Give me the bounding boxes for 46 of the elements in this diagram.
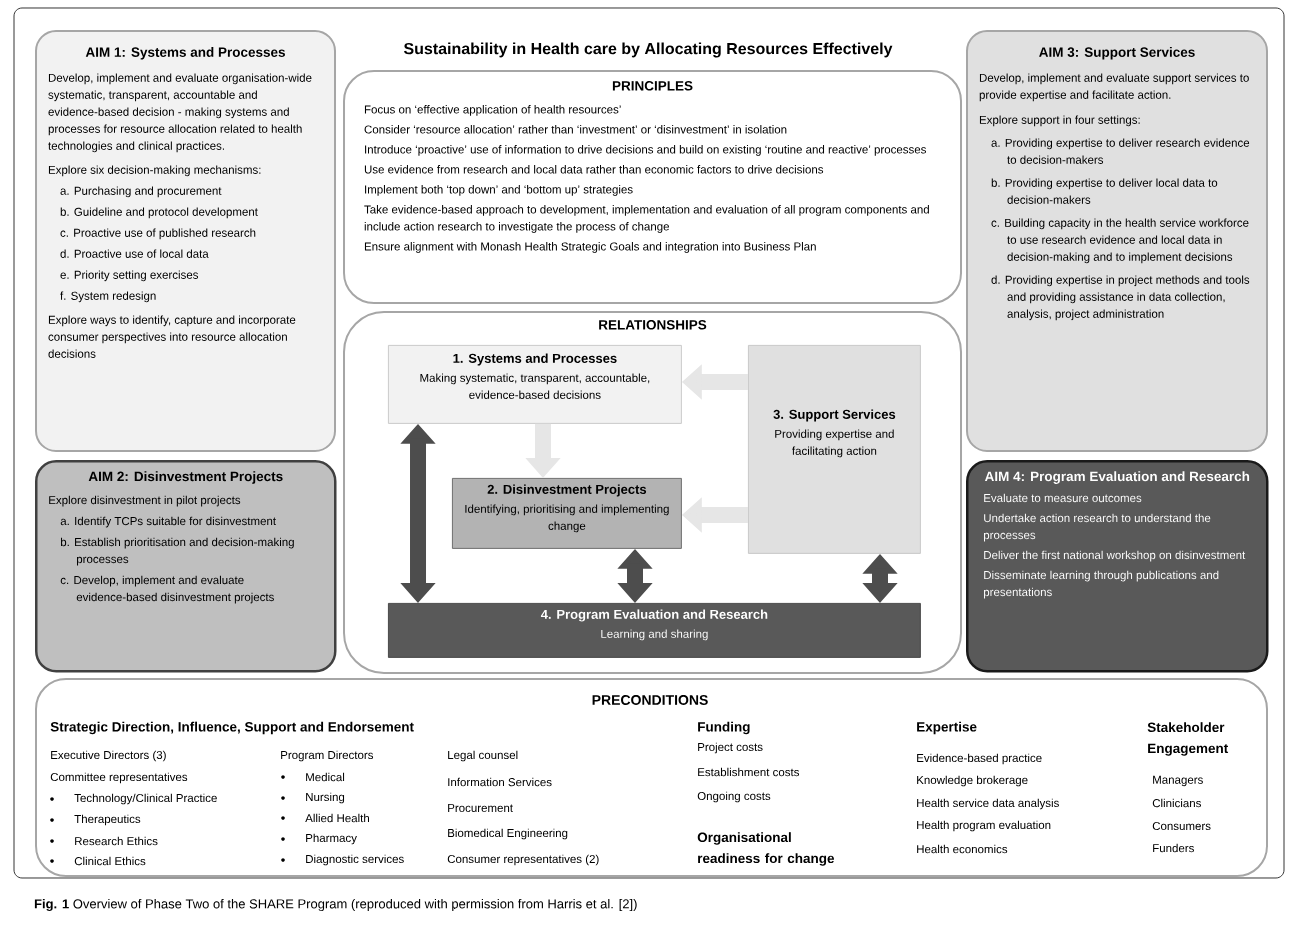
list-item: Evidence-based practice	[917, 753, 1042, 765]
list-item: Health service data analysis	[917, 798, 1059, 810]
list-item: Research Ethics	[75, 836, 158, 846]
list-item: Executive Directors (3)	[51, 750, 166, 762]
list-item: Health program evaluation	[917, 820, 1051, 832]
column-heading: Strategic Direction, Influence, Support and Endorsement	[50, 721, 414, 735]
title: Sustainability in Health care by Allocating Resources Effectively	[403, 42, 893, 58]
list-item: Establishment costs	[698, 767, 800, 777]
list-item: Committee representatives	[50, 772, 188, 784]
aim-panel: AIM 4: Program Evaluation and Research Evaluate to measure outcomes Undertake action research to understand the processes Deliver the first national workshop on disinvestment Disseminate learning through publications and presentations	[966, 460, 1269, 673]
list-item: Funders	[1153, 843, 1194, 853]
list-item: Project costs	[698, 742, 763, 754]
aim-panel: AIM 2: Disinvestment Projects Explore disinvestment in pilot projects a. Identify TCPs suitable for disinvestment b. Establish prioritisation and decision-making processes c. Develop, implement and evaluate evidence-based disinvestment projects	[35, 460, 337, 673]
list-item: Ongoing costs	[697, 791, 771, 803]
list-item: Health economics	[917, 844, 1008, 854]
list-item: Program Directors	[281, 750, 374, 762]
list-item: Consumers	[1152, 821, 1211, 831]
process-box: 2. Disinvestment Projects Identifying, prioritising and implementing change	[452, 478, 682, 549]
list-item: Knowledge brokerage	[917, 775, 1028, 787]
list-item: Procurement	[448, 804, 513, 812]
list-item: Medical	[306, 772, 345, 782]
column-heading: Stakeholder Engagement	[1147, 722, 1229, 756]
list-item: Nursing	[306, 792, 345, 804]
list-item: Technology/Clinical Practice	[74, 793, 217, 805]
list-item: Information Services	[448, 777, 552, 787]
caption: Fig. 1 Overview of Phase Two of the SHARE Program (reproduced with permission from Harris et al. [2])	[34, 898, 637, 912]
column-heading: Organisational readiness for change	[697, 832, 834, 866]
list-item: Allied Health	[305, 813, 369, 823]
process-box: 3. Support Services Providing expertise and facilitating action	[748, 345, 921, 554]
column-heading: Funding	[698, 721, 750, 735]
list-item: Consumer representatives (2)	[447, 854, 599, 866]
list-item: Clinical Ethics	[74, 856, 146, 866]
aim-panel: AIM 1: Systems and Processes Develop, implement and evaluate organisation-wide systematic, transparent, accountable and evidence-based decision - making systems and processes for resource allocation related to health technologies and clinical practices. Explore six decision-making mechanisms: a. Purchasing and procurement b. Guideline and protocol development c. Proactive use of published research d. Proactive use of local data e. Priority setting exercises f. System redesign Explore ways to identify, capture and incorporate consumer perspectives into resource allocation decisions	[35, 30, 336, 452]
principles-panel: PRINCIPLES Focus on ‘effective application of health resources’ Consider ‘resource allocation’ rather than ‘investment’ or ‘disinvestment’ in isolation Introduce ‘proactive’ use of information to drive decisions and build on existing ‘routine and reactive’ processes Use evidence from research and local data rather than economic factors to drive decisions Implement both ‘top down’ and ‘bottom up’ strategies Take evidence-based approach to development, implementation and evaluation of all program components and include action research to investigate the process of change Ensure alignment with Monash Health Strategic Goals and integration into Business Plan	[343, 70, 962, 304]
list-item: Clinicians	[1152, 798, 1201, 808]
list-item: Legal counsel	[448, 750, 518, 762]
list-item: Therapeutics	[74, 814, 141, 826]
evaluation-bar: 4. Program Evaluation and Research Learning and sharing	[388, 603, 921, 658]
aim-panel: AIM 3: Support Services Develop, implement and evaluate support services to provide expertise and facilitate action. Explore support in four settings: a. Providing expertise to deliver research evidence to decision-makers b. Providing expertise to deliver local data to decision-makers c. Building capacity in the health service workforce to use research evidence and local data in decision-making and to implement decisions d. Providing expertise in project methods and tools and providing assistance in data collection, analysis, project administration	[966, 30, 1268, 452]
list-item: Pharmacy	[306, 833, 357, 845]
list-item: Diagnostic services	[306, 854, 404, 866]
section-heading: PRECONDITIONS	[592, 695, 708, 705]
list-item: Managers	[1153, 775, 1203, 787]
list-item: Biomedical Engineering	[448, 828, 568, 840]
column-heading: Expertise	[917, 721, 977, 735]
process-box: 1. Systems and Processes Making systematic, transparent, accountable, evidence-based decisions	[388, 345, 682, 424]
